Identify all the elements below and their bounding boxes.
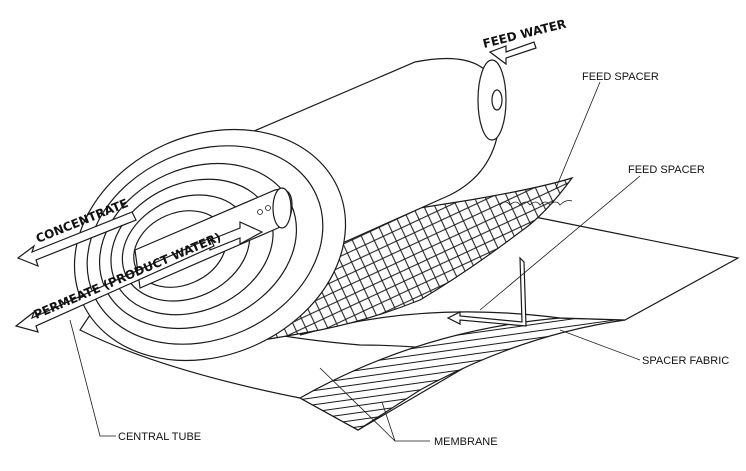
- feed-spacer-top-label: FEED SPACER: [582, 71, 659, 83]
- spacer-fabric-leader: [559, 329, 641, 361]
- feed-water-arrow: [488, 41, 537, 66]
- frayed-spacer-edge: [499, 200, 573, 206]
- feed-spacer-mid-leader: [479, 175, 641, 311]
- permeate-arrow: [14, 237, 215, 333]
- membrane-label: MEMBRANE: [434, 436, 498, 448]
- concentrate-arrow: [16, 211, 137, 268]
- spacer-fabric-band: [298, 317, 626, 431]
- spacer-fabric-label: SPACER FABRIC: [642, 355, 729, 367]
- central-tube-label: CENTRAL TUBE: [118, 431, 201, 443]
- feed-inlet-stub: [491, 89, 503, 111]
- feed-flow-arrow: [446, 256, 527, 327]
- feed-spacer-mid-label: FEED SPACER: [628, 164, 705, 176]
- membrane-leader-2: [381, 401, 396, 442]
- permeate-flow-arrow-inner: [209, 221, 264, 251]
- feed-spacer-top-leader: [555, 81, 601, 189]
- central-tube-leader: [69, 319, 116, 437]
